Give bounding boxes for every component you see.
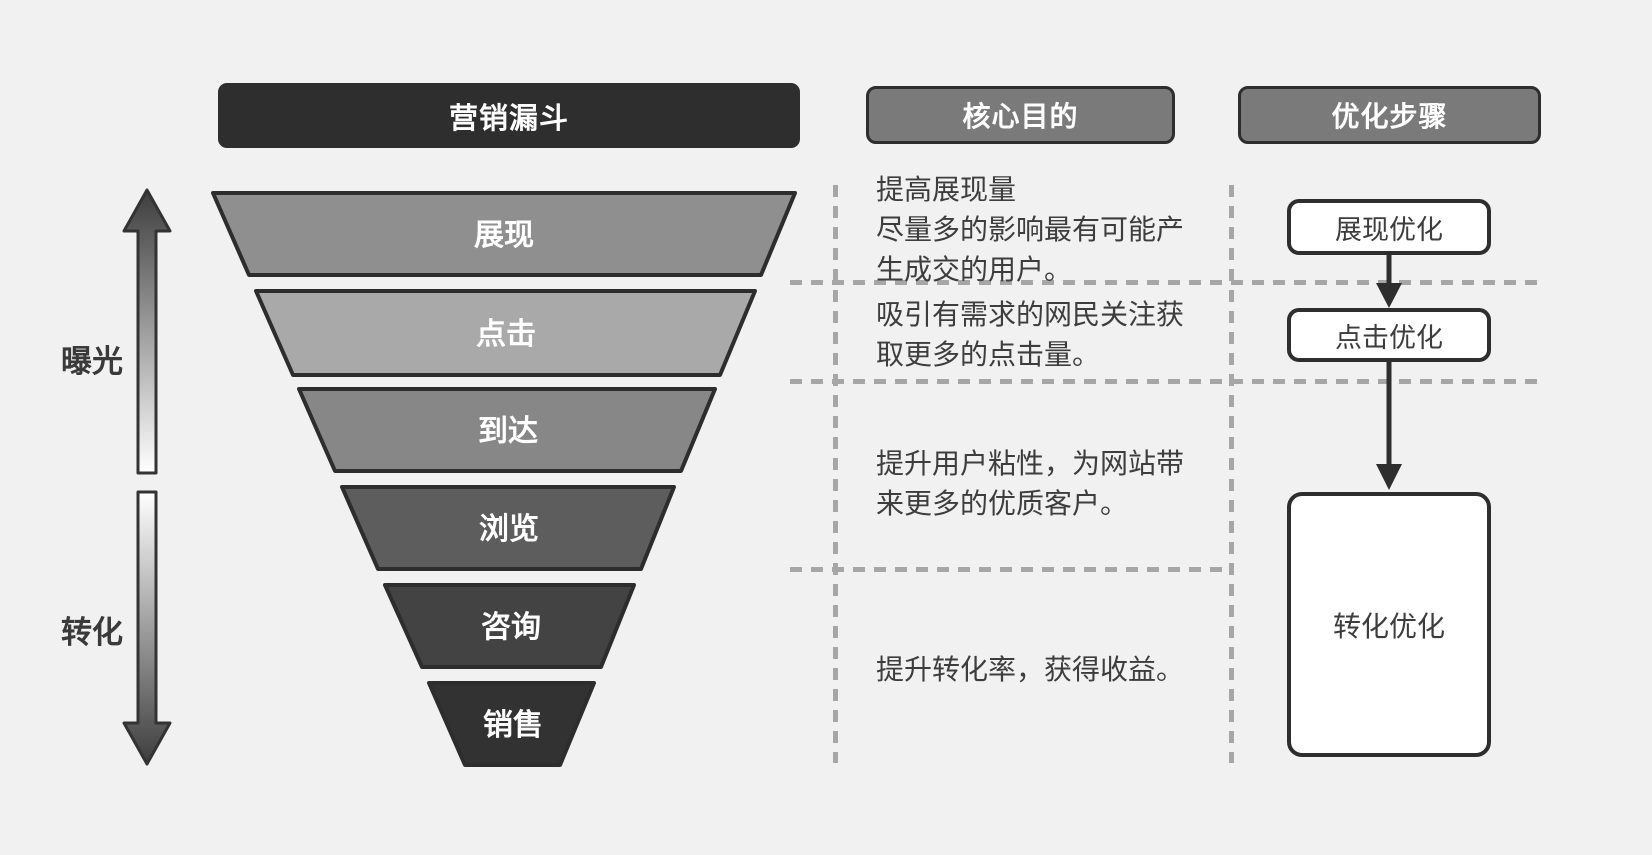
- purpose-text-line: 取更多的点击量。: [876, 339, 1101, 370]
- header-optimization-steps-label: 优化步骤: [1331, 101, 1448, 132]
- funnel-level-click-shape: [254, 289, 757, 377]
- step-box-display-optimization-label: 展现优化: [1335, 214, 1443, 245]
- funnel-level-display: 展现: [211, 191, 797, 277]
- step-box-conversion-optimization-label: 转化优化: [1332, 610, 1445, 642]
- divider-horizontal-1: [790, 280, 1542, 285]
- purpose-text-conversion: 提升转化率，获得收益。: [876, 650, 1226, 690]
- funnel-level-click: 点击: [254, 289, 757, 377]
- funnel-level-arrival: 到达: [297, 387, 717, 473]
- purpose-text-click: 吸引有需求的网民关注获 取更多的点击量。: [876, 295, 1226, 375]
- funnel-level-inquiry-shape: [383, 583, 636, 669]
- header-optimization-steps: 优化步骤: [1238, 86, 1541, 144]
- purpose-text-line: 提高展现量: [876, 174, 1017, 205]
- exposure-up-arrow: [122, 188, 172, 475]
- step-arrow-1: [1376, 254, 1402, 308]
- step-box-click-optimization: 点击优化: [1287, 308, 1491, 362]
- divider-vertical-left: [833, 185, 838, 763]
- header-core-purpose-label: 核心目的: [962, 101, 1079, 132]
- divider-horizontal-3: [790, 567, 1231, 572]
- funnel-level-arrival-shape: [297, 387, 717, 473]
- purpose-text-line: 吸引有需求的网民关注获: [876, 299, 1185, 330]
- divider-horizontal-2: [790, 379, 1542, 384]
- header-marketing-funnel: 营销漏斗: [218, 83, 800, 148]
- step-box-display-optimization: 展现优化: [1287, 199, 1491, 255]
- funnel-level-inquiry: 咨询: [383, 583, 636, 669]
- divider-vertical-right: [1229, 185, 1234, 763]
- funnel-level-browse-shape: [340, 485, 676, 571]
- funnel-level-sales-label: 销售: [483, 709, 543, 742]
- funnel-level-click-label: 点击: [476, 318, 536, 351]
- funnel-level-arrival-label: 到达: [478, 415, 538, 448]
- funnel-level-browse-label: 浏览: [479, 513, 539, 546]
- purpose-text-line: 提升用户粘性，为网站带: [876, 448, 1185, 479]
- funnel-level-sales-shape: [427, 681, 596, 767]
- purpose-text-line: 来更多的优质客户。: [876, 488, 1129, 519]
- funnel-level-sales: 销售: [427, 681, 596, 767]
- side-label-exposure: 曝光: [61, 344, 123, 379]
- conversion-down-arrow: [122, 490, 172, 766]
- header-marketing-funnel-label: 营销漏斗: [448, 102, 569, 135]
- purpose-text-impression: 提高展现量 尽量多的影响最有可能产 生成交的用户。: [876, 170, 1226, 290]
- step-arrow-2: [1376, 362, 1402, 490]
- funnel-level-browse: 浏览: [340, 485, 676, 571]
- purpose-text-line: 生成交的用户。: [876, 254, 1073, 285]
- step-box-click-optimization-label: 点击优化: [1335, 322, 1443, 353]
- purpose-text-line: 尽量多的影响最有可能产: [876, 214, 1185, 245]
- purpose-text-stickiness: 提升用户粘性，为网站带 来更多的优质客户。: [876, 444, 1226, 524]
- header-core-purpose: 核心目的: [866, 86, 1175, 144]
- step-box-conversion-optimization: 转化优化: [1287, 492, 1491, 757]
- purpose-text-line: 提升转化率，获得收益。: [876, 654, 1185, 685]
- funnel-level-inquiry-label: 咨询: [481, 611, 541, 644]
- side-label-conversion: 转化: [61, 615, 123, 650]
- funnel-level-display-shape: [211, 191, 797, 277]
- funnel-level-display-label: 展现: [474, 219, 534, 252]
